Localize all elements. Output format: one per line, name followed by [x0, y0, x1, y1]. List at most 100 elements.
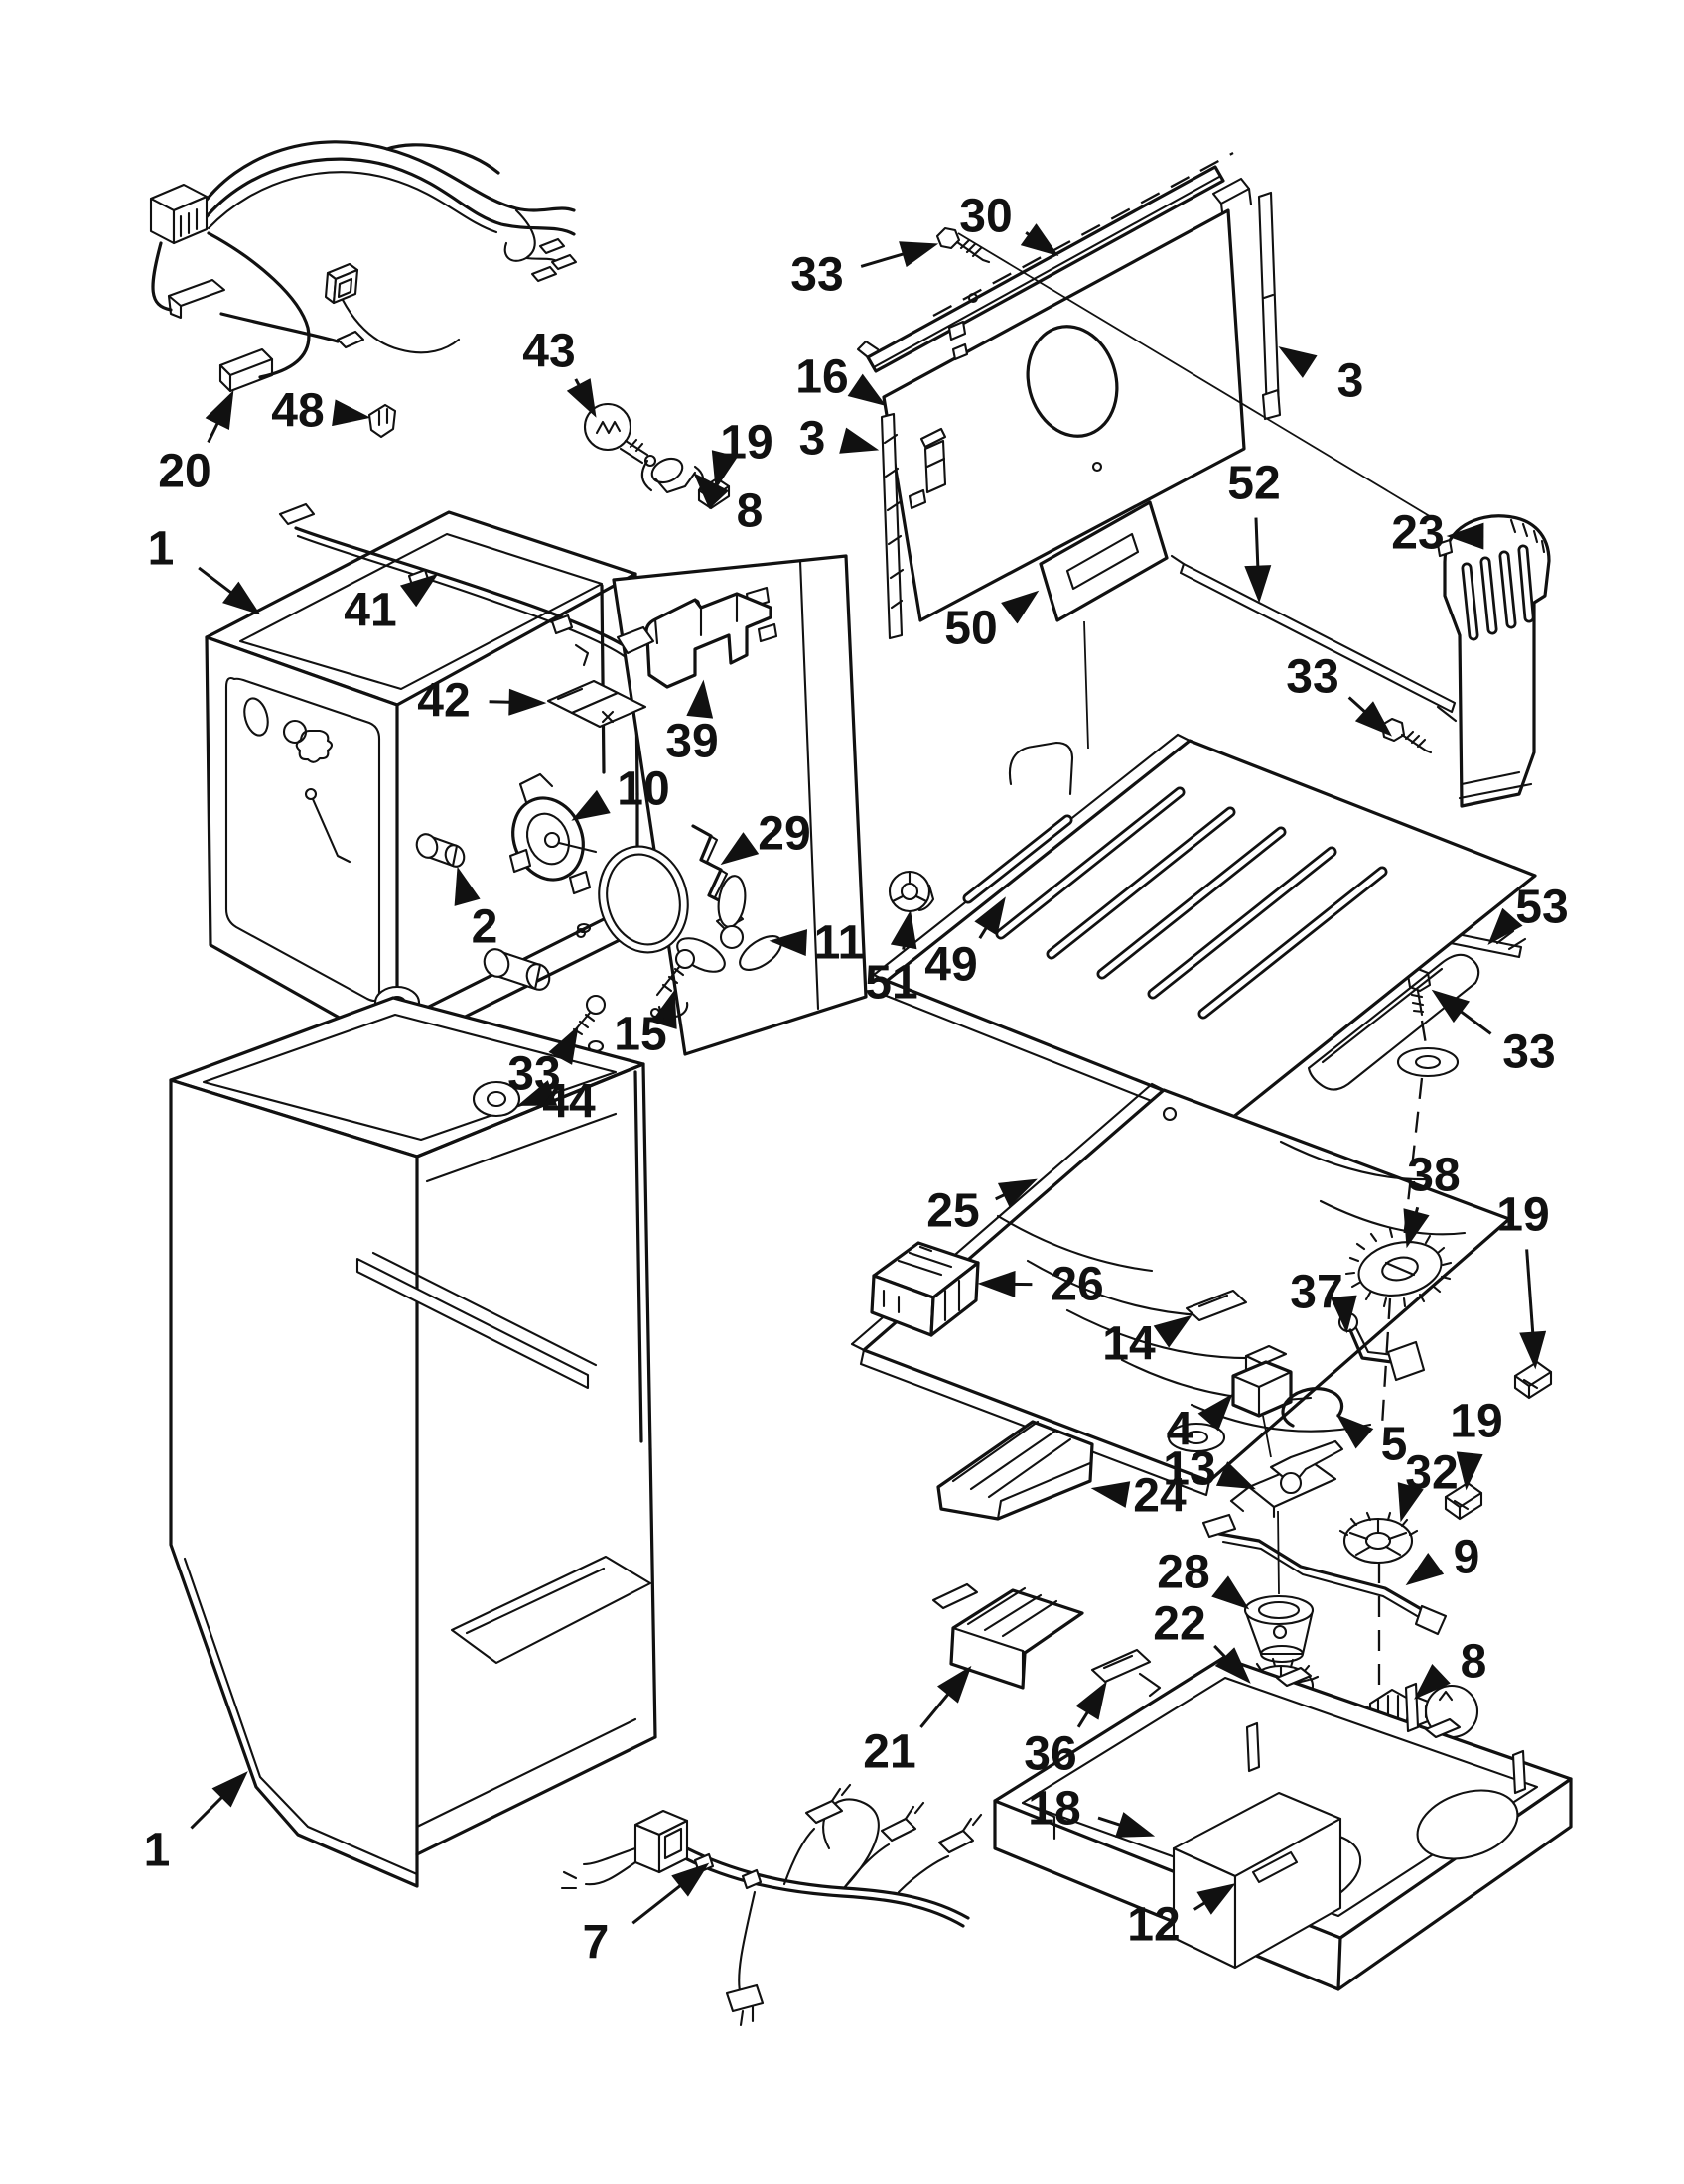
leader-arrow: [1244, 517, 1272, 604]
callout-14: 14: [1102, 1314, 1193, 1371]
part-number-label: 30: [959, 191, 1012, 243]
plate-36: [1090, 1648, 1162, 1698]
screw-33-tower: [1380, 717, 1433, 754]
part-number-label: 11: [814, 917, 865, 970]
part-number-label: 51: [865, 957, 917, 1010]
trim-strip-3-left: [880, 412, 905, 640]
leader-arrow: [1153, 1314, 1193, 1348]
callout-49: 49: [924, 896, 1006, 992]
leader-arrow: [516, 1080, 558, 1106]
callout-38: 38: [1403, 1150, 1461, 1249]
c-ring-5: [1281, 1387, 1344, 1428]
callout-7: 7: [583, 1862, 710, 1970]
trim-strip-3-right: [1257, 191, 1282, 421]
part-number-label: 22: [1153, 1598, 1205, 1651]
part-number-label: 33: [790, 249, 843, 302]
part-number-label: 19: [720, 417, 772, 470]
part-number-label: 15: [614, 1009, 666, 1061]
clip-48: [367, 403, 397, 439]
part-number-label: 37: [1290, 1267, 1342, 1319]
leader-arrow: [1414, 1663, 1451, 1700]
part-number-label: 25: [926, 1185, 979, 1238]
part-number-label: 16: [795, 351, 848, 404]
leader-arrow: [977, 1270, 1033, 1297]
callout-21: 21: [863, 1665, 972, 1779]
part-number-label: 3: [1337, 355, 1364, 408]
part-number-label: 26: [1051, 1259, 1103, 1311]
plate-42: [546, 679, 647, 729]
part-number-label: 38: [1407, 1150, 1460, 1202]
part-number-label: 29: [758, 808, 810, 861]
part-number-label: 41: [344, 585, 396, 637]
callout-39: 39: [665, 679, 719, 768]
leader-arrow: [890, 909, 917, 950]
part-number-label: 1: [148, 523, 175, 576]
callout-42: 42: [417, 675, 547, 728]
leader-arrow: [1487, 907, 1523, 946]
screw-33-top: [935, 226, 991, 264]
callout-9: 9: [1405, 1532, 1479, 1586]
leader-arrow: [995, 1178, 1038, 1208]
leader-arrow: [198, 566, 261, 615]
callout-16: 16: [795, 351, 887, 407]
clip-19-right1: [1513, 1360, 1553, 1400]
leader-arrow: [1431, 989, 1492, 1035]
leader-arrow: [839, 427, 880, 454]
callout-37: 37: [1290, 1267, 1357, 1334]
leader-arrow: [1335, 1414, 1374, 1449]
part-number-label: 28: [1157, 1547, 1209, 1599]
access-panel-50: [1039, 500, 1169, 750]
part-number-label: 42: [417, 675, 470, 728]
leader-arrow: [1097, 1812, 1156, 1838]
freezer-liner-1: [205, 510, 639, 1052]
bracket-39: [644, 592, 772, 689]
callout-1: 1: [148, 523, 261, 615]
callout-33: 33: [1286, 651, 1393, 737]
part-number-label: 23: [1391, 507, 1444, 560]
leader-arrow: [332, 399, 371, 427]
callout-5: 5: [1335, 1414, 1407, 1471]
callout-50: 50: [944, 590, 1040, 655]
control-box-26: [870, 1241, 980, 1337]
screw-33-right: [1396, 967, 1460, 1078]
part-number-label: 4: [1167, 1404, 1193, 1456]
callout-30: 30: [959, 191, 1059, 257]
mount-spacers-2: [415, 833, 551, 991]
leader-arrow: [1197, 1393, 1233, 1432]
wire-harness-20: [149, 140, 578, 393]
part-number-label: 32: [1405, 1447, 1458, 1500]
leader-arrow: [919, 1665, 972, 1728]
air-tower-23: [1436, 514, 1551, 808]
callout-18: 18: [1028, 1783, 1156, 1838]
leader-arrow: [974, 896, 1006, 939]
screw-33-left: [568, 922, 607, 1053]
callout-13: 13: [1163, 1443, 1256, 1496]
part-number-label: 12: [1127, 1899, 1180, 1952]
callout-43: 43: [522, 326, 597, 418]
leader-arrow: [720, 832, 760, 866]
wire-41: [278, 502, 655, 667]
leader-arrow: [190, 1771, 248, 1830]
part-number-label: 19: [1496, 1189, 1549, 1242]
callout-25: 25: [926, 1178, 1038, 1238]
callout-2: 2: [454, 866, 497, 954]
part-number-label: 24: [1133, 1470, 1187, 1523]
part-number-label: 3: [799, 413, 826, 466]
part-number-label: 44: [542, 1076, 596, 1129]
part-number-label: 8: [1461, 1636, 1487, 1689]
leader-arrow: [1278, 346, 1318, 378]
callout-33: 33: [790, 241, 939, 302]
callout-44: 44: [516, 1076, 596, 1129]
part-number-label: 18: [1028, 1783, 1080, 1836]
part-number-label: 53: [1515, 882, 1568, 934]
gear-38: [1344, 1227, 1453, 1308]
callout-52: 52: [1227, 458, 1281, 604]
roller-51: [888, 870, 935, 913]
leader-arrow: [1397, 1482, 1424, 1523]
callout-26: 26: [977, 1259, 1104, 1311]
callout-1: 1: [144, 1771, 248, 1877]
part-number-label: 43: [522, 326, 575, 378]
part-number-label: 13: [1163, 1443, 1215, 1496]
